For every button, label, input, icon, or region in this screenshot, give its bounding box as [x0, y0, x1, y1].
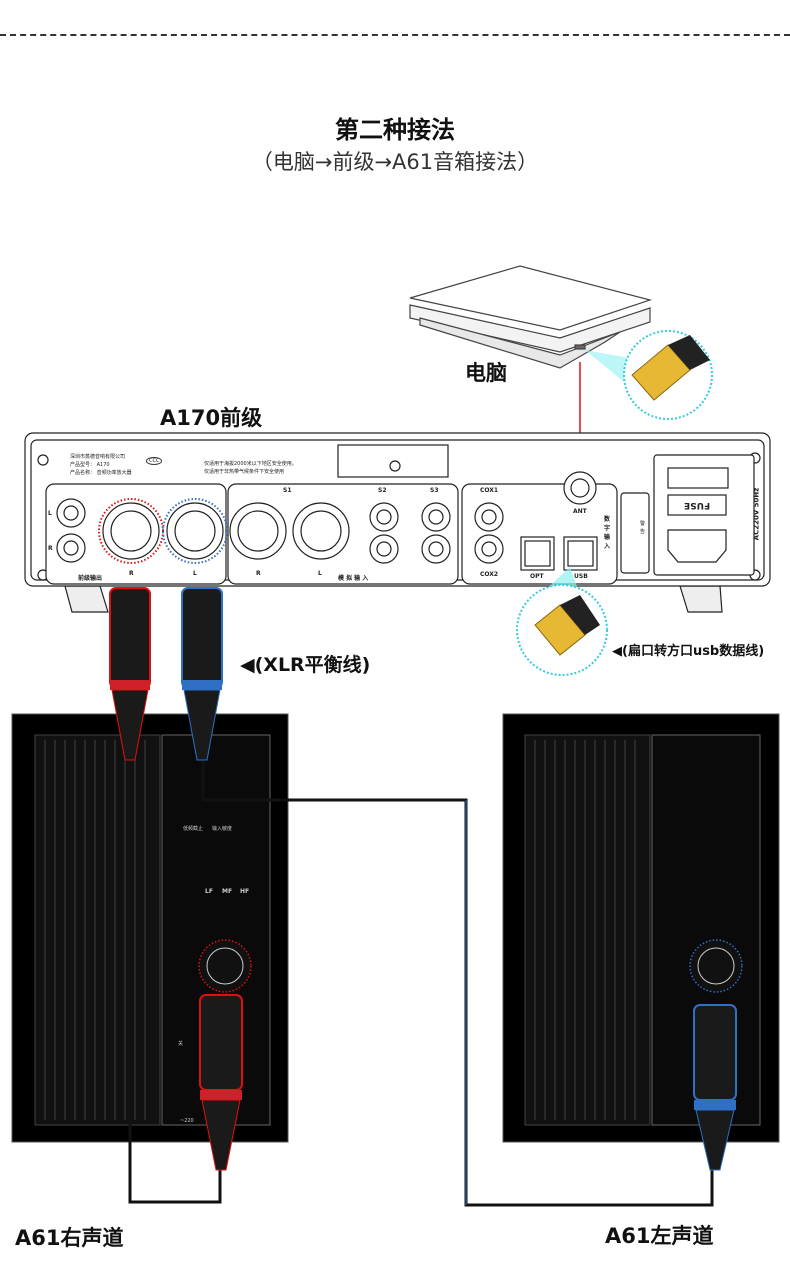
s1-r-label: R: [256, 570, 261, 577]
usb-a-connector-icon: [585, 330, 713, 420]
ant-label: ANT: [573, 508, 587, 515]
xlr-red-plug-speaker: [199, 994, 243, 1171]
top-divider: [0, 34, 790, 36]
s2-label: S2: [378, 487, 387, 494]
page-subtitle: （电脑→前级→A61音箱接法）: [251, 150, 539, 174]
notice-line: 仅适用于非热带气候条件下安全使用: [204, 469, 285, 475]
low-cut-label: 低频截止: [183, 826, 204, 832]
switch-label: 关: [178, 1041, 184, 1047]
xlr-blue-plug-speaker: [693, 1004, 737, 1171]
rca-r-label: R: [48, 545, 53, 552]
digital-in-label: 数字输入: [604, 516, 611, 550]
cox1-label: COX1: [480, 487, 499, 494]
voltage-label: ~220: [180, 1118, 194, 1124]
pre-out-label: 前级输出: [78, 575, 103, 582]
rca-l-label: L: [48, 510, 52, 517]
nameplate-line: 深圳市蒸德音响有限公司: [70, 454, 126, 460]
xlr-blue-plug-top: [181, 587, 223, 761]
laptop-icon: [409, 265, 653, 369]
heatsink-fins: [44, 740, 636, 1120]
s1-label: S1: [283, 487, 292, 494]
nameplate: 深圳市蒸德音响有限公司 产品型号： A170 产品名称： 音频功率放大器: [70, 453, 132, 477]
computer-label: 电脑: [465, 361, 507, 385]
usb-cable-label: ◀(扁口转方口usb数据线): [612, 644, 765, 659]
page-title: 第二种接法: [335, 116, 455, 144]
xlr-cable-label: ◀(XLR平衡线): [240, 654, 371, 676]
s1-l-label: L: [318, 570, 322, 577]
rca-jacks: [56, 498, 504, 564]
input-sens-label: 输入敏度: [212, 826, 233, 832]
analog-in-label: 模 拟 输 入: [338, 575, 369, 582]
left-speaker-label: A61左声道: [605, 1224, 714, 1248]
nameplate-line: 产品名称： 音频功率放大器: [70, 470, 132, 476]
pre-out-r-label: R: [129, 570, 134, 577]
mf-label: MF: [222, 888, 233, 895]
preamp-label: A170前级: [160, 406, 263, 430]
lf-label: LF: [205, 888, 213, 895]
power-rating-label: AC220V 50Hz: [752, 487, 761, 541]
nameplate-line: 产品型号： A170: [70, 462, 110, 468]
fuse-label: FUSE: [684, 500, 711, 510]
notice: 仅适用于海拔2000米以下地区安全使用。 仅适用于非热带气候条件下安全使用: [204, 460, 297, 476]
right-speaker-label: A61右声道: [15, 1226, 124, 1250]
s3-label: S3: [430, 487, 439, 494]
ccc-mark: CCC: [146, 457, 163, 465]
usb-label: USB: [574, 573, 588, 580]
warning-label: 警告: [640, 521, 646, 535]
cox2-label: COX2: [480, 571, 499, 578]
a61-right-speaker-rear: [11, 713, 289, 1143]
a61-left-speaker-rear: [502, 713, 780, 1143]
opt-label: OPT: [530, 573, 544, 580]
xlr-sockets: [98, 498, 350, 564]
notice-line: 仅适用于海拔2000米以下地区安全使用。: [204, 461, 297, 467]
pre-out-l-label: L: [193, 570, 197, 577]
xlr-red-plug-top: [109, 587, 151, 761]
hf-label: HF: [240, 888, 250, 895]
usb-b-connector-icon: [516, 567, 608, 676]
